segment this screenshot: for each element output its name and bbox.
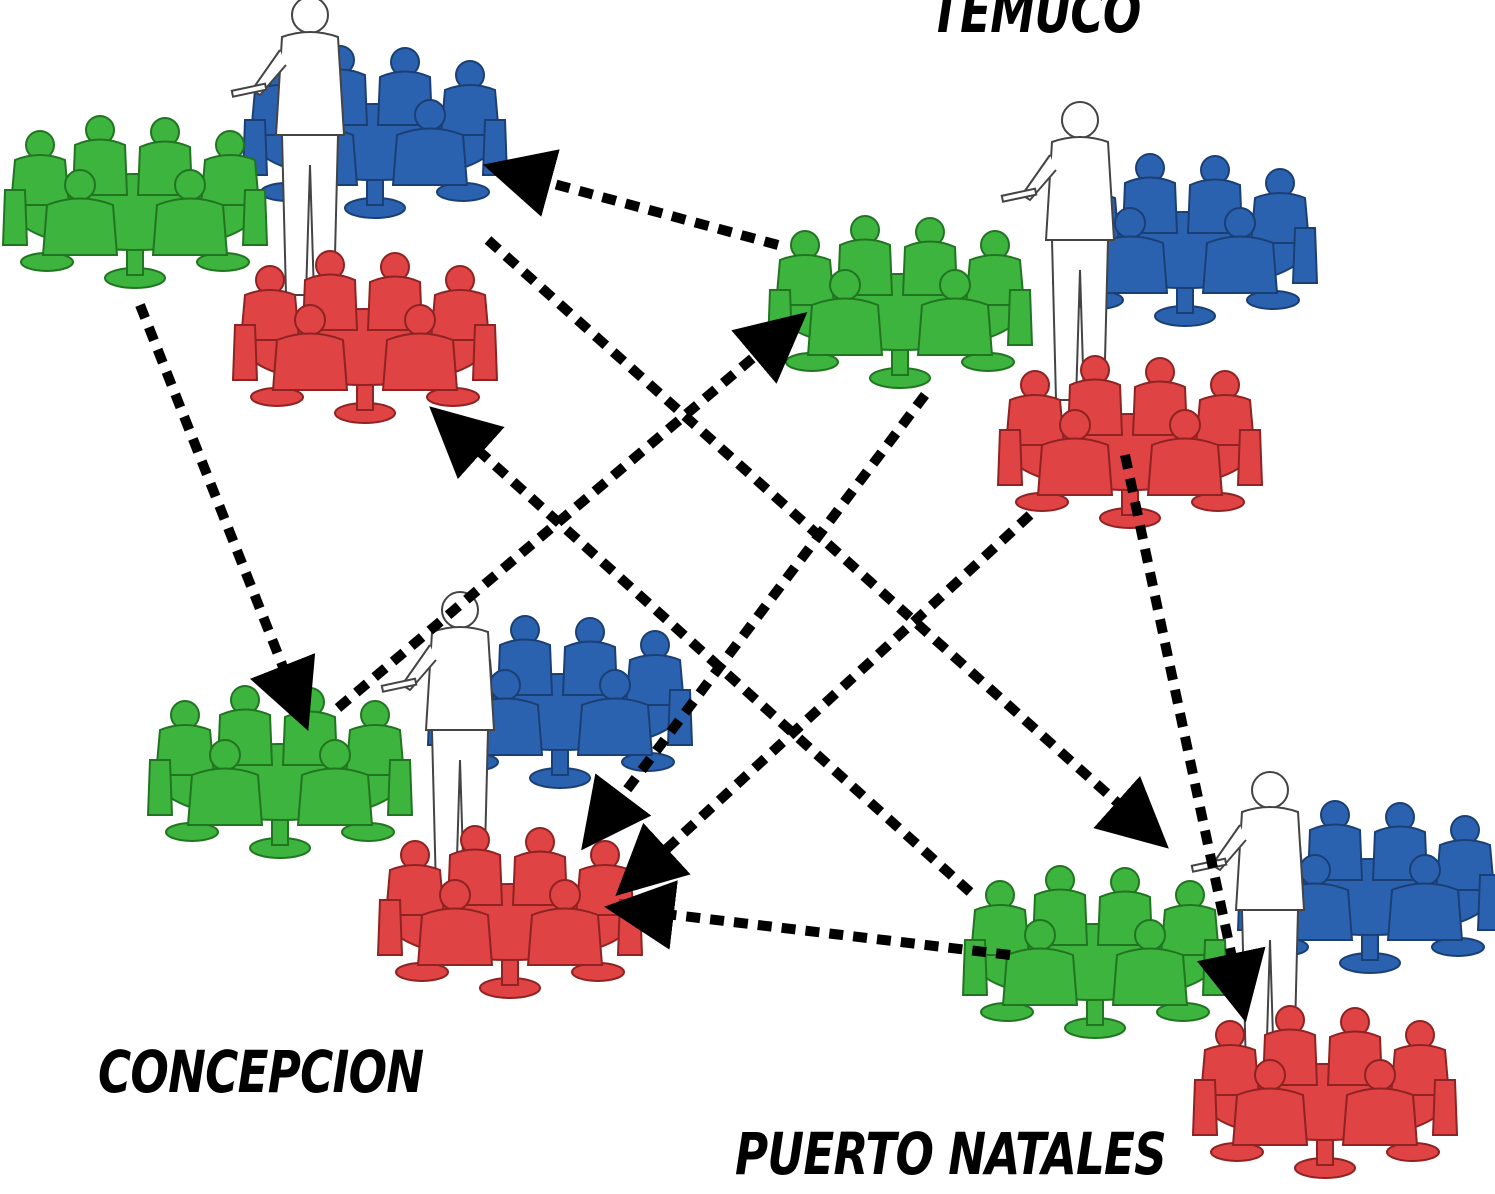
arrow	[482, 149, 780, 250]
cluster-concepcion	[147, 591, 693, 999]
arrow	[429, 406, 974, 896]
city-label-puerto-natales: PUERTO NATALES	[735, 1120, 1167, 1188]
group-red-icon	[232, 250, 498, 424]
group-green-icon	[767, 215, 1033, 389]
group-red-icon	[997, 355, 1263, 529]
cluster-puerto-natales	[962, 771, 1495, 1179]
cluster-temuco	[767, 101, 1318, 529]
arrows	[135, 149, 1266, 1023]
group-red-icon	[1192, 1005, 1458, 1179]
arrow	[1120, 453, 1266, 1023]
city-label-concepcion: CONCEPCION	[98, 1038, 424, 1106]
group-green-icon	[147, 685, 413, 859]
group-green-icon	[2, 115, 268, 289]
arrow	[615, 511, 1034, 896]
arrow	[604, 880, 1011, 960]
group-red-icon	[377, 825, 643, 999]
city-label-temuco: TEMUCO	[930, 0, 1141, 46]
cluster-top-left	[2, 0, 508, 424]
arrow	[581, 391, 929, 851]
